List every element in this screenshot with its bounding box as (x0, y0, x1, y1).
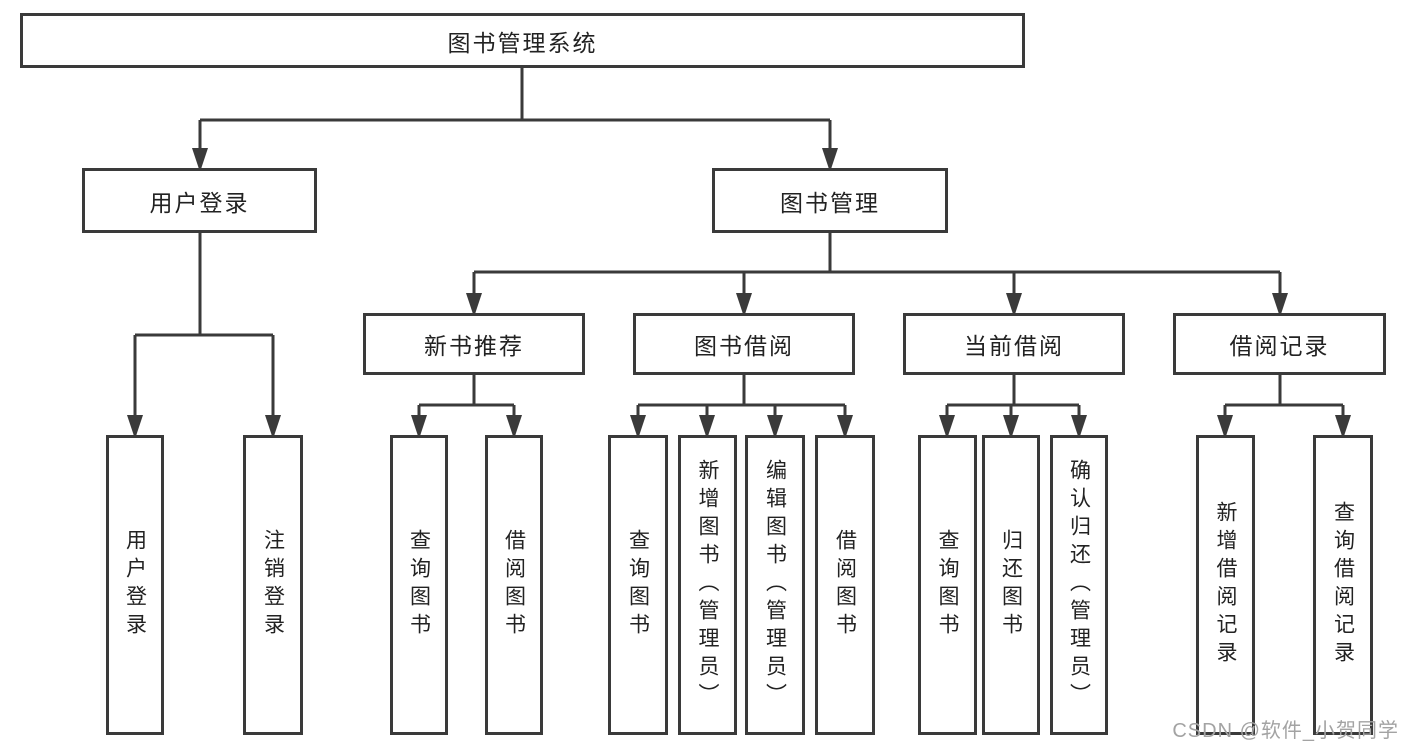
csdn-watermark: CSDN @软件_小贺同学 (1172, 720, 1399, 742)
connector-current (945, 375, 1081, 435)
leaf-user-login: 用户登录 (106, 435, 164, 735)
leaf-query-books-2: 查询图书 (608, 435, 668, 735)
leaf-add-books-admin: 新增图书（管理员） (678, 435, 737, 735)
leaf-borrow-books-1: 借阅图书 (485, 435, 543, 735)
leaf-query-borrow-record: 查询借阅记录 (1313, 435, 1373, 735)
leaf-borrow-books-1-label: 借阅图书 (502, 529, 526, 641)
leaf-add-borrow-record-label: 新增借阅记录 (1214, 501, 1237, 669)
leaf-return-books: 归还图书 (982, 435, 1040, 735)
connector-root (198, 68, 832, 168)
node-current-borrow-label: 当前借阅 (964, 333, 1064, 359)
leaf-user-login-label: 用户登录 (123, 529, 147, 641)
node-root: 图书管理系统 (20, 13, 1025, 68)
node-root-label: 图书管理系统 (447, 29, 598, 56)
leaf-add-borrow-record: 新增借阅记录 (1196, 435, 1255, 735)
node-new-book-recommend: 新书推荐 (363, 313, 585, 375)
leaf-borrow-books-2-label: 借阅图书 (833, 529, 857, 641)
node-borrow-records-label: 借阅记录 (1229, 333, 1330, 359)
leaf-edit-books-admin: 编辑图书（管理员） (745, 435, 805, 735)
node-borrow-records: 借阅记录 (1173, 313, 1386, 375)
leaf-confirm-return-admin: 确认归还（管理员） (1050, 435, 1108, 735)
leaf-add-books-admin-label: 新增图书（管理员） (696, 459, 719, 711)
leaf-query-books-3: 查询图书 (918, 435, 977, 735)
node-user-login-label: 用户登录 (149, 189, 250, 216)
connector-borrow (636, 375, 847, 435)
connector-records (1223, 375, 1345, 435)
node-book-management-label: 图书管理 (780, 189, 880, 216)
leaf-query-books-1: 查询图书 (390, 435, 448, 735)
leaf-query-books-3-label: 查询图书 (936, 529, 959, 641)
connector-book-management (472, 233, 1282, 313)
node-book-management: 图书管理 (712, 168, 948, 233)
leaf-confirm-return-admin-label: 确认归还（管理员） (1067, 459, 1091, 711)
leaf-logout-label: 注销登录 (261, 529, 285, 641)
node-book-borrow-label: 图书借阅 (694, 333, 794, 359)
connector-user-login (133, 233, 275, 435)
leaf-logout: 注销登录 (243, 435, 303, 735)
leaf-query-books-1-label: 查询图书 (407, 529, 431, 641)
leaf-borrow-books-2: 借阅图书 (815, 435, 875, 735)
node-current-borrow: 当前借阅 (903, 313, 1125, 375)
leaf-edit-books-admin-label: 编辑图书（管理员） (763, 459, 787, 711)
leaf-query-borrow-record-label: 查询借阅记录 (1331, 501, 1355, 669)
leaf-query-books-2-label: 查询图书 (626, 529, 650, 641)
node-book-borrow: 图书借阅 (633, 313, 855, 375)
connector-new-book (417, 375, 516, 435)
node-user-login: 用户登录 (82, 168, 317, 233)
node-new-book-recommend-label: 新书推荐 (424, 333, 524, 359)
leaf-return-books-label: 归还图书 (999, 529, 1023, 641)
